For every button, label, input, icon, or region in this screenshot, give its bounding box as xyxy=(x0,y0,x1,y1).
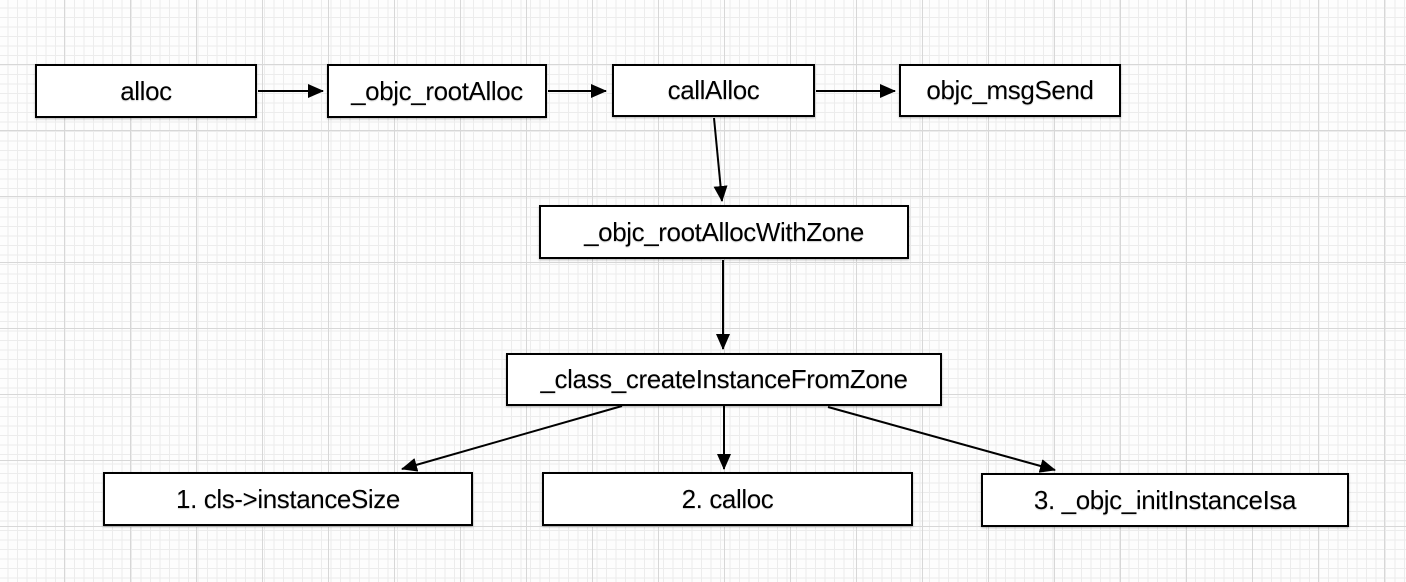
arrow-class-createinstancefromzone-to-step1 xyxy=(401,405,623,472)
node-class-createinstancefromzone: _class_createInstanceFromZone xyxy=(506,353,942,406)
node-callalloc: callAlloc xyxy=(612,64,815,117)
node-step3-objc-initinstanceisa: 3. _objc_initInstanceIsa xyxy=(981,473,1349,527)
node-alloc: alloc xyxy=(35,64,257,118)
node-objc-rootalloc: _objc_rootAlloc xyxy=(327,64,547,118)
node-objc-rootallocwithzone: _objc_rootAllocWithZone xyxy=(539,205,909,259)
node-step1-cls-instancesize: 1. cls->instanceSize xyxy=(103,472,473,526)
node-step2-calloc: 2. calloc xyxy=(542,472,913,526)
node-objc-msgsend: objc_msgSend xyxy=(899,64,1121,117)
arrow-callalloc-to-objc-rootallocwithzone xyxy=(713,117,728,202)
arrow-class-createinstancefromzone-to-step3 xyxy=(827,406,1056,473)
